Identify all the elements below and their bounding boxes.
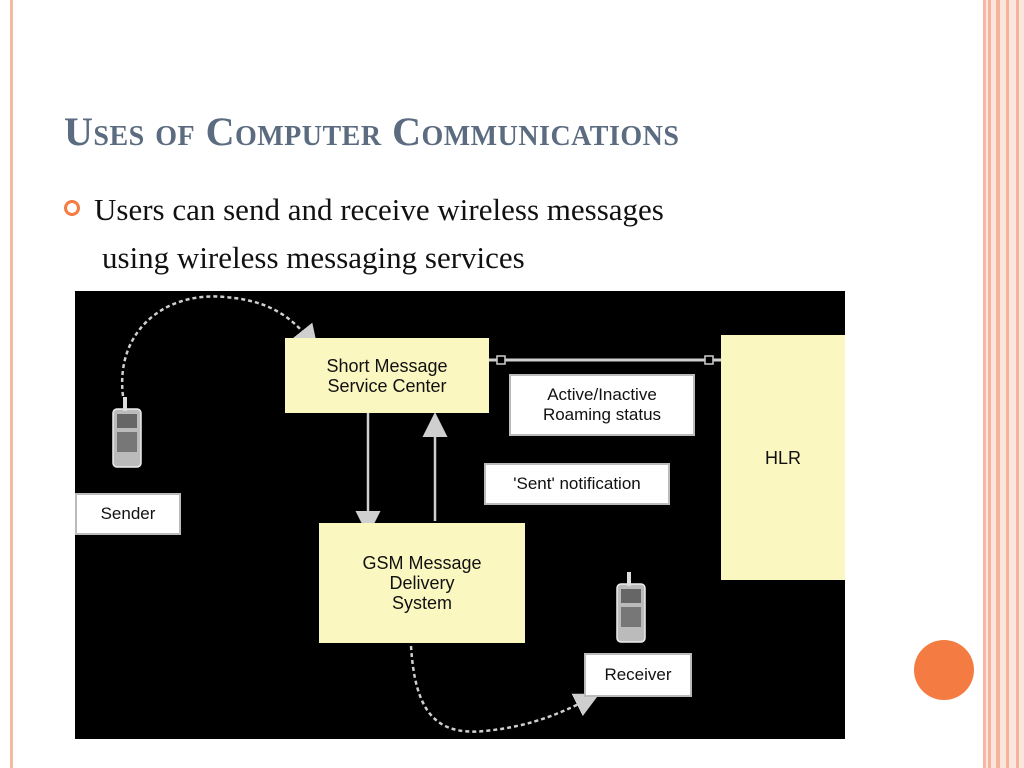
bullet-line-1: Users can send and receive wireless mess…: [94, 192, 664, 227]
smsc-box: Short Message Service Center: [285, 338, 489, 413]
sender-to-smsc-arrow: [120, 295, 319, 397]
sender-phone-icon: [112, 397, 142, 468]
gsm-delivery-box: GSM Message Delivery System: [319, 523, 525, 643]
sms-diagram: Short Message Service Center Active/Inac…: [75, 291, 845, 739]
orange-circle-decoration: [914, 640, 974, 700]
slide-title: Uses of Computer Communications: [64, 109, 680, 154]
diagram-connectors: [112, 295, 721, 733]
receiver-label: Receiver: [584, 653, 692, 697]
bullet-icon: [64, 200, 80, 216]
gsm-to-receiver-arrow: [409, 645, 600, 733]
bullet-line-2: using wireless messaging services: [102, 240, 525, 275]
hlr-box: HLR: [721, 335, 845, 580]
sender-label: Sender: [75, 493, 181, 535]
roaming-status-label: Active/Inactive Roaming status: [509, 374, 695, 436]
decorative-border: [986, 0, 1024, 768]
sent-notification-label: 'Sent' notification: [484, 463, 670, 505]
bullet-text: Users can send and receive wireless mess…: [94, 186, 854, 282]
receiver-phone-icon: [616, 572, 646, 643]
